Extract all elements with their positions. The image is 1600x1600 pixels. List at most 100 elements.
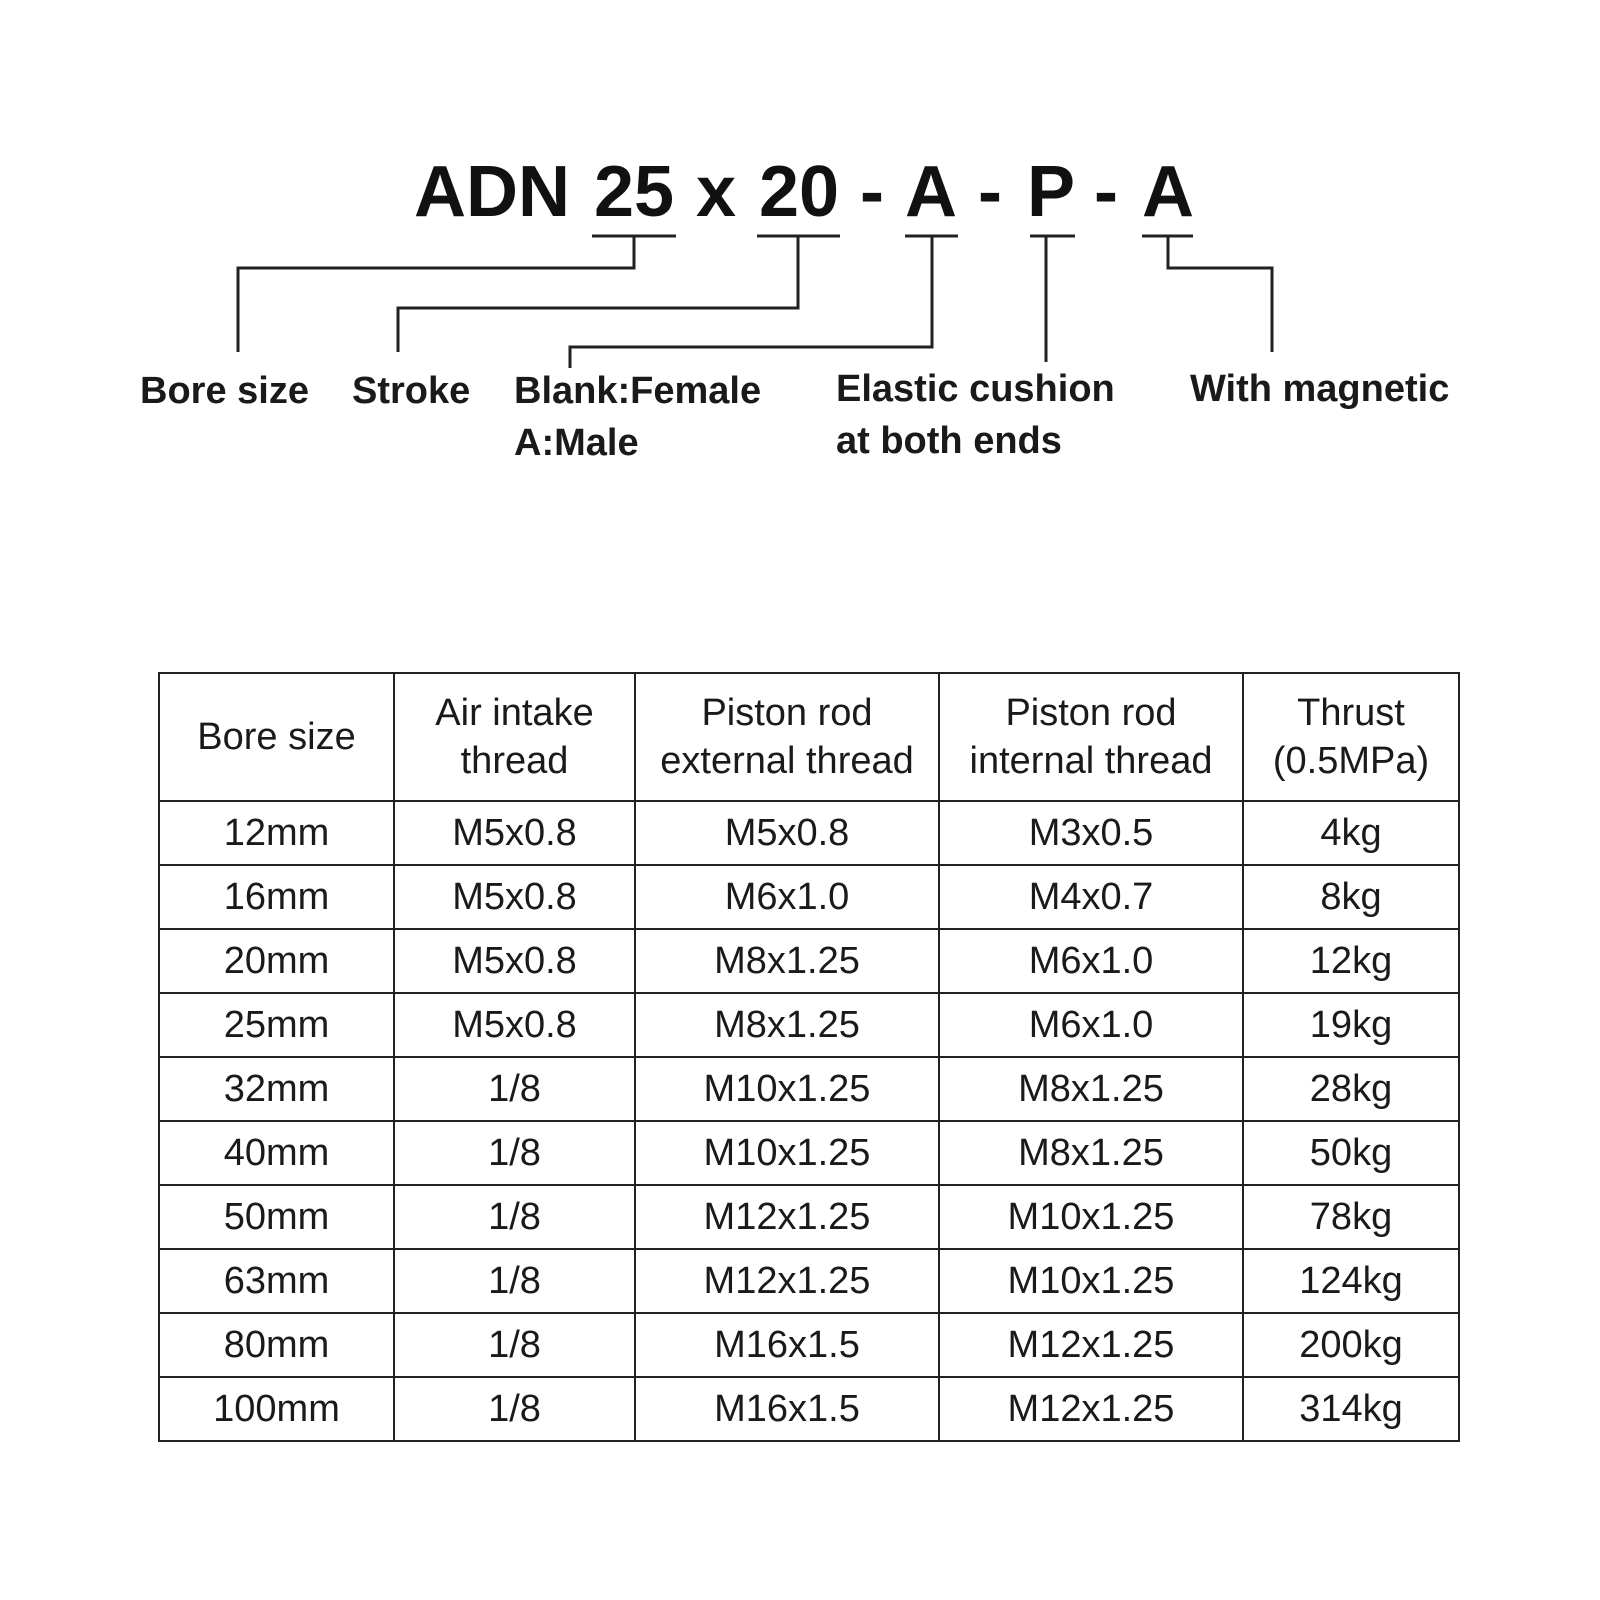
code-times: x (695, 152, 737, 232)
table-header-text: Piston rod (701, 692, 873, 734)
table-cell: M6x1.0 (938, 928, 1244, 994)
code-prefix: ADN (414, 152, 570, 232)
leader-magnetic (1166, 236, 1274, 352)
table-cell: 63mm (158, 1248, 395, 1314)
table-header-row: Bore size Air intake thread Piston rod exter… (158, 672, 1460, 802)
table-cell: 100mm (158, 1376, 395, 1442)
code-cushion: P (1026, 152, 1076, 232)
table-cell: M4x0.7 (938, 864, 1244, 930)
model-code-diagram: ADN 25 x 20 - A - P - A Bore size Stroke… (0, 0, 1600, 520)
table-cell: M12x1.25 (938, 1376, 1244, 1442)
table-cell: M16x1.5 (634, 1312, 940, 1378)
table-cell: 20mm (158, 928, 395, 994)
leader-lines (236, 234, 1274, 368)
table-header-cell: Piston rod internal thread (938, 672, 1244, 802)
table-cell: 4kg (1242, 800, 1460, 866)
table-cell: 8kg (1242, 864, 1460, 930)
table-cell: 1/8 (393, 1312, 636, 1378)
table-cell: 314kg (1242, 1376, 1460, 1442)
table-cell: M8x1.25 (634, 992, 940, 1058)
table-cell: 80mm (158, 1312, 395, 1378)
table-cell: 12mm (158, 800, 395, 866)
code-stroke: 20 (758, 152, 840, 232)
label-bore-size: Bore size (140, 370, 309, 412)
table-cell: 200kg (1242, 1312, 1460, 1378)
table-cell: 124kg (1242, 1248, 1460, 1314)
table-header-cell: Bore size (158, 672, 395, 802)
table-header-text: Bore size (197, 716, 356, 758)
label-stroke: Stroke (352, 370, 471, 412)
table-cell: 25mm (158, 992, 395, 1058)
table-header-text: Air intake (435, 692, 594, 734)
code-dash-2: - (978, 152, 1002, 232)
table-header-text: thread (460, 740, 569, 782)
table-header-text: Piston rod (1005, 692, 1177, 734)
table-cell: 50kg (1242, 1120, 1460, 1186)
table-cell: 1/8 (393, 1376, 636, 1442)
table-cell: M6x1.0 (634, 864, 940, 930)
leader-rod (568, 236, 934, 368)
label-rod-female: Blank:Female (514, 370, 762, 412)
table-cell: 1/8 (393, 1056, 636, 1122)
spec-table: Bore size Air intake thread Piston rod exter… (158, 672, 1460, 1442)
table-cell: 1/8 (393, 1248, 636, 1314)
label-cushion-line1: Elastic cushion (836, 368, 1115, 410)
table-cell: M5x0.8 (634, 800, 940, 866)
table-cell: 1/8 (393, 1120, 636, 1186)
table-cell: M5x0.8 (393, 992, 636, 1058)
table-cell: M5x0.8 (393, 928, 636, 994)
table-cell: M6x1.0 (938, 992, 1244, 1058)
table-header-text: internal thread (969, 740, 1213, 782)
table-header-cell: Air intake thread (393, 672, 636, 802)
table-cell: M10x1.25 (634, 1120, 940, 1186)
table-cell: M8x1.25 (634, 928, 940, 994)
label-magnetic: With magnetic (1190, 368, 1450, 410)
table-cell: M12x1.25 (634, 1248, 940, 1314)
table-header-cell: Thrust (0.5MPa) (1242, 672, 1460, 802)
code-bore: 25 (593, 152, 675, 232)
leader-bore (236, 236, 636, 352)
code-dash-3: - (1094, 152, 1118, 232)
table-cell: M8x1.25 (938, 1056, 1244, 1122)
table-cell: 1/8 (393, 1184, 636, 1250)
table-cell: M12x1.25 (938, 1312, 1244, 1378)
table-cell: M3x0.5 (938, 800, 1244, 866)
table-header-cell: Piston rod external thread (634, 672, 940, 802)
table-cell: 12kg (1242, 928, 1460, 994)
table-cell: M8x1.25 (938, 1120, 1244, 1186)
table-cell: M5x0.8 (393, 800, 636, 866)
leader-stroke (396, 236, 800, 352)
table-cell: 78kg (1242, 1184, 1460, 1250)
code-rod: A (905, 152, 957, 232)
label-rod-male: A:Male (514, 422, 639, 464)
table-cell: 50mm (158, 1184, 395, 1250)
table-cell: 32mm (158, 1056, 395, 1122)
code-dash-1: - (860, 152, 884, 232)
table-cell: 40mm (158, 1120, 395, 1186)
label-cushion-line2: at both ends (836, 420, 1062, 462)
table-header-text: Thrust (1297, 692, 1405, 734)
table-cell: 19kg (1242, 992, 1460, 1058)
table-cell: M5x0.8 (393, 864, 636, 930)
table-cell: M10x1.25 (938, 1184, 1244, 1250)
table-cell: 28kg (1242, 1056, 1460, 1122)
table-cell: 16mm (158, 864, 395, 930)
table-cell: M16x1.5 (634, 1376, 940, 1442)
table-header-text: external thread (660, 740, 914, 782)
table-header-text: (0.5MPa) (1272, 740, 1430, 782)
table-cell: M12x1.25 (634, 1184, 940, 1250)
table-cell: M10x1.25 (634, 1056, 940, 1122)
table-cell: M10x1.25 (938, 1248, 1244, 1314)
code-magnetic: A (1142, 152, 1194, 232)
